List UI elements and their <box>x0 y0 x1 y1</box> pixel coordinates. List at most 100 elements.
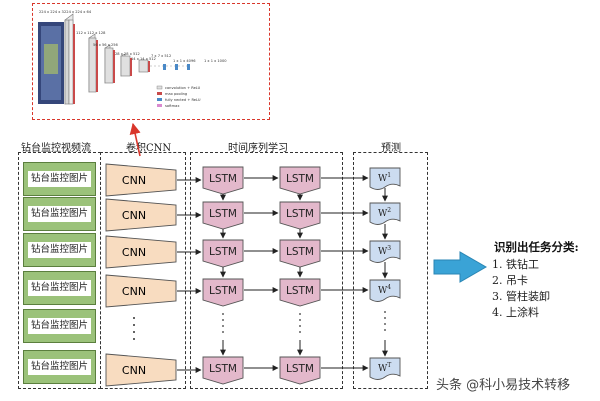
lstm-label: LSTM <box>209 363 237 375</box>
sequence-column-box <box>190 152 343 389</box>
dim-label: 112 x 112 x 128 <box>76 31 106 35</box>
inset-pointer-arrow <box>129 122 141 157</box>
output-label: W1 <box>378 172 391 184</box>
ellipsis-dot <box>133 317 135 319</box>
result-title: 识别出任务分类: <box>494 240 579 254</box>
lstm-cell <box>202 201 244 230</box>
output-label: W2 <box>378 207 391 219</box>
ellipsis-dot <box>384 323 386 325</box>
lstm-label: LSTM <box>209 285 237 297</box>
output-label: W4 <box>378 284 391 296</box>
lstm-label: LSTM <box>209 173 237 185</box>
cnn-label: CNN <box>122 285 146 298</box>
cnn-column-title: 卷积CNN <box>126 143 172 154</box>
legend-label: softmax <box>165 104 180 108</box>
pool5-layer <box>148 61 150 72</box>
ellipsis-dot <box>384 311 386 313</box>
video-frame: 钻台监控图片 <box>23 271 96 305</box>
vgg-network-inset: 224 x 224 x 3 224 x 224 x 64 112 x 112 x… <box>32 3 270 120</box>
legend-label: max pooling <box>165 92 187 96</box>
lstm-cell <box>202 356 244 385</box>
video-frame-label: 钻台监控图片 <box>28 318 91 334</box>
lstm-cell <box>202 239 244 268</box>
dim-label: 1 x 1 x 4096 <box>173 59 196 63</box>
lstm-cell <box>202 278 244 307</box>
fc2-layer <box>175 64 178 70</box>
cnn-label: CNN <box>122 174 146 187</box>
ellipsis-dot <box>299 313 301 315</box>
dim-label: 7 x 7 x 512 <box>151 54 171 58</box>
output-node <box>369 279 401 302</box>
legend-swatch-softmax <box>157 104 162 107</box>
legend-label: convolution + ReLU <box>165 86 201 90</box>
legend-label: fully nected + ReLU <box>165 98 201 102</box>
dim-label: 56 x 56 x 256 <box>93 43 119 47</box>
predict-column-title: 预测 <box>381 143 401 154</box>
lstm-label: LSTM <box>286 285 314 297</box>
output-node <box>369 167 401 190</box>
ellipsis-dot <box>222 331 224 333</box>
lstm-cell <box>279 166 321 195</box>
output-node <box>369 357 401 380</box>
cnn-block <box>105 198 177 232</box>
ellipsis-dot <box>384 329 386 331</box>
lstm-cell <box>202 166 244 195</box>
video-frame-label: 钻台监控图片 <box>28 242 91 258</box>
cnn-block <box>105 274 177 308</box>
fc1-layer <box>163 64 166 70</box>
result-item: 2. 吊卡 <box>492 274 528 287</box>
ellipsis-dot <box>133 338 135 340</box>
video-frame-label: 钻台监控图片 <box>28 359 91 375</box>
ellipsis-dot <box>222 319 224 321</box>
video-frame-label: 钻台监控图片 <box>28 171 91 187</box>
lstm-label: LSTM <box>286 173 314 185</box>
video-frame: 钻台监控图片 <box>23 233 96 267</box>
legend-swatch-conv <box>156 85 163 90</box>
result-item: 3. 管柱装卸 <box>492 290 550 303</box>
sequence-column-title: 时间序列学习 <box>228 143 288 154</box>
dim-label: 1 x 1 x 1000 <box>204 59 227 63</box>
legend-swatch-fc <box>157 98 162 101</box>
ellipsis-dot <box>133 331 135 333</box>
lstm-cell <box>279 201 321 230</box>
ellipsis-dot <box>299 319 301 321</box>
pool2-layer <box>96 40 98 92</box>
lstm-label: LSTM <box>286 246 314 258</box>
predict-column-box <box>353 152 428 389</box>
ellipsis-dot <box>299 331 301 333</box>
result-item: 4. 上涂料 <box>492 306 539 319</box>
cnn-block <box>105 353 177 387</box>
fc3-layer <box>187 64 190 70</box>
output-node <box>369 202 401 225</box>
ellipsis-dot <box>384 317 386 319</box>
vgg-architecture-figure: 224 x 224 x 3 224 x 224 x 64 112 x 112 x… <box>38 10 227 108</box>
result-item: 1. 铁钻工 <box>492 258 539 271</box>
lstm-cell <box>279 239 321 268</box>
pool3-layer <box>113 50 115 83</box>
ellipsis-dot <box>222 313 224 315</box>
ellipsis-dot <box>133 324 135 326</box>
cnn-label: CNN <box>122 364 146 377</box>
cnn-label: CNN <box>122 209 146 222</box>
cnn-column-box <box>100 152 186 389</box>
legend-swatch-pool <box>157 92 162 95</box>
cnn-block <box>105 163 177 197</box>
output-label: WT <box>378 362 391 374</box>
lstm-label: LSTM <box>209 246 237 258</box>
cnn-block <box>105 235 177 269</box>
output-label: W3 <box>378 245 391 257</box>
input-image-detail <box>44 44 58 74</box>
dim-label: 224 x 224 x 64 <box>64 10 92 14</box>
source-watermark: 头条 @科小易技术转移 <box>436 378 571 393</box>
video-frame: 钻台监控图片 <box>23 309 96 343</box>
dim-label: 224 x 224 x 3 <box>39 10 64 14</box>
pool4-layer <box>130 58 132 76</box>
dim-label: 14 x 14 x 512 <box>131 57 156 61</box>
cnn-label: CNN <box>122 246 146 259</box>
video-column-title: 钻台监控视频流 <box>21 143 91 154</box>
lstm-label: LSTM <box>209 208 237 220</box>
ellipsis-dot <box>222 325 224 327</box>
video-frame: 钻台监控图片 <box>23 197 96 231</box>
video-frame: 钻台监控图片 <box>23 350 96 384</box>
